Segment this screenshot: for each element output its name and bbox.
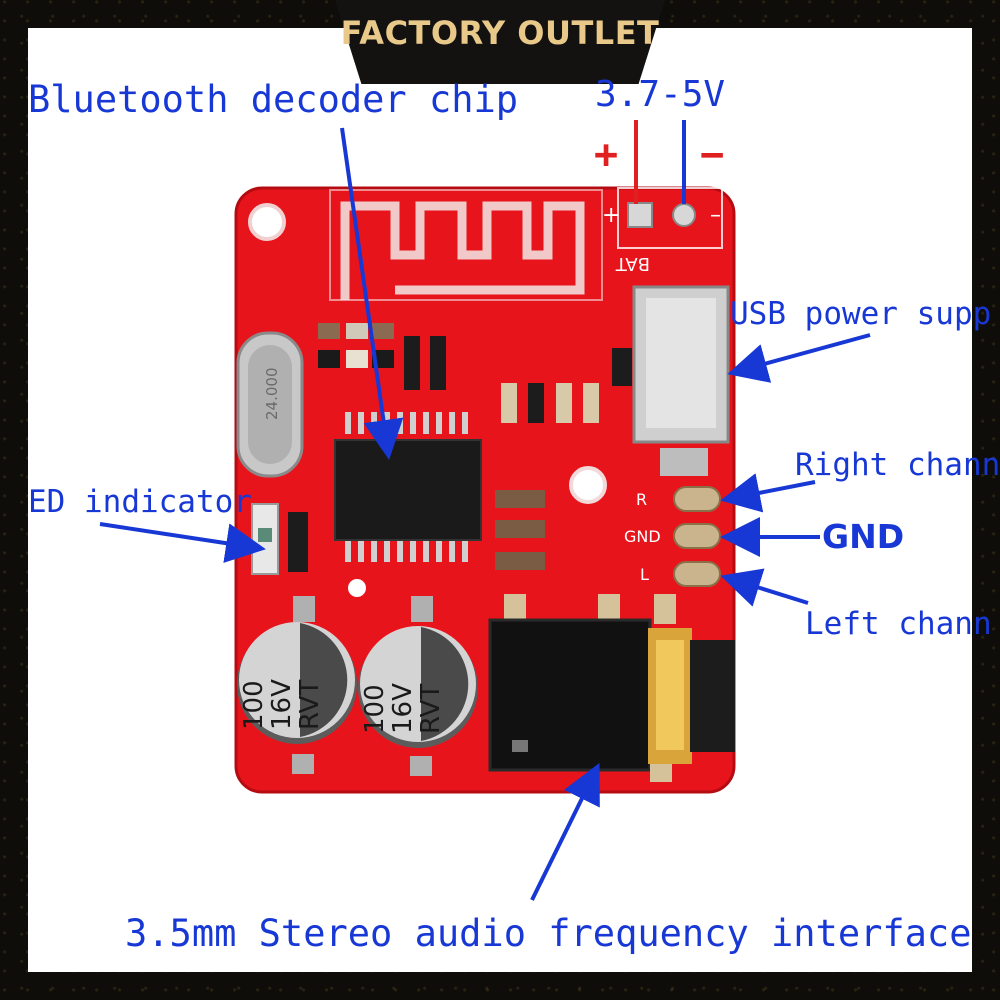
silk-r: R (636, 490, 647, 509)
label-left-channel: Left chann (805, 606, 992, 642)
label-usb: USB power supp (730, 296, 992, 332)
arrow-left-channel (720, 568, 809, 607)
label-voltage: 3.7-5V (595, 74, 726, 115)
silk-gnd: GND (624, 527, 661, 546)
arrow-led (99, 522, 266, 563)
label-led: ED indicator (28, 484, 252, 520)
cap2-line3: RVT (416, 684, 446, 734)
cap2-line2: 16V (388, 683, 418, 734)
label-gnd: GND (822, 517, 905, 556)
cap1-line1: 100 (239, 680, 269, 730)
cap2-line1: 100 (360, 684, 390, 734)
cap1-line3: RVT (295, 680, 325, 730)
cap1-line2: 16V (267, 679, 297, 730)
smd-components (318, 323, 632, 570)
arrow-right-channel (720, 473, 816, 513)
arrow-jack (530, 762, 600, 901)
pad-r (673, 486, 721, 512)
pad-l (673, 561, 721, 587)
mounting-hole (248, 203, 286, 241)
bat-silk: BAT (615, 253, 650, 274)
capacitor-1: 100 16V RVT (237, 596, 357, 774)
svg-text:–: – (710, 203, 721, 228)
svg-text:+: + (602, 203, 620, 228)
center-hole (569, 466, 607, 504)
small-hole (348, 579, 366, 597)
arrow-chip (340, 127, 404, 460)
antenna-trace (340, 201, 585, 300)
label-right-channel: Right chann (795, 447, 1000, 483)
banner-title: FACTORY OUTLET (340, 14, 660, 52)
label-chip: Bluetooth decoder chip (28, 78, 519, 121)
bat-plus-pad (627, 202, 653, 228)
silk-l: L (640, 565, 649, 584)
capacitor-2: 100 16V RVT (358, 596, 478, 776)
label-plus: + (594, 132, 619, 178)
label-minus: − (700, 132, 725, 178)
audio-jack (488, 594, 735, 782)
label-jack: 3.5mm Stereo audio frequency interface (125, 912, 972, 955)
arrow-usb (727, 333, 871, 383)
crystal-label: 24.000 (263, 368, 281, 421)
banner-tab (335, 0, 665, 84)
